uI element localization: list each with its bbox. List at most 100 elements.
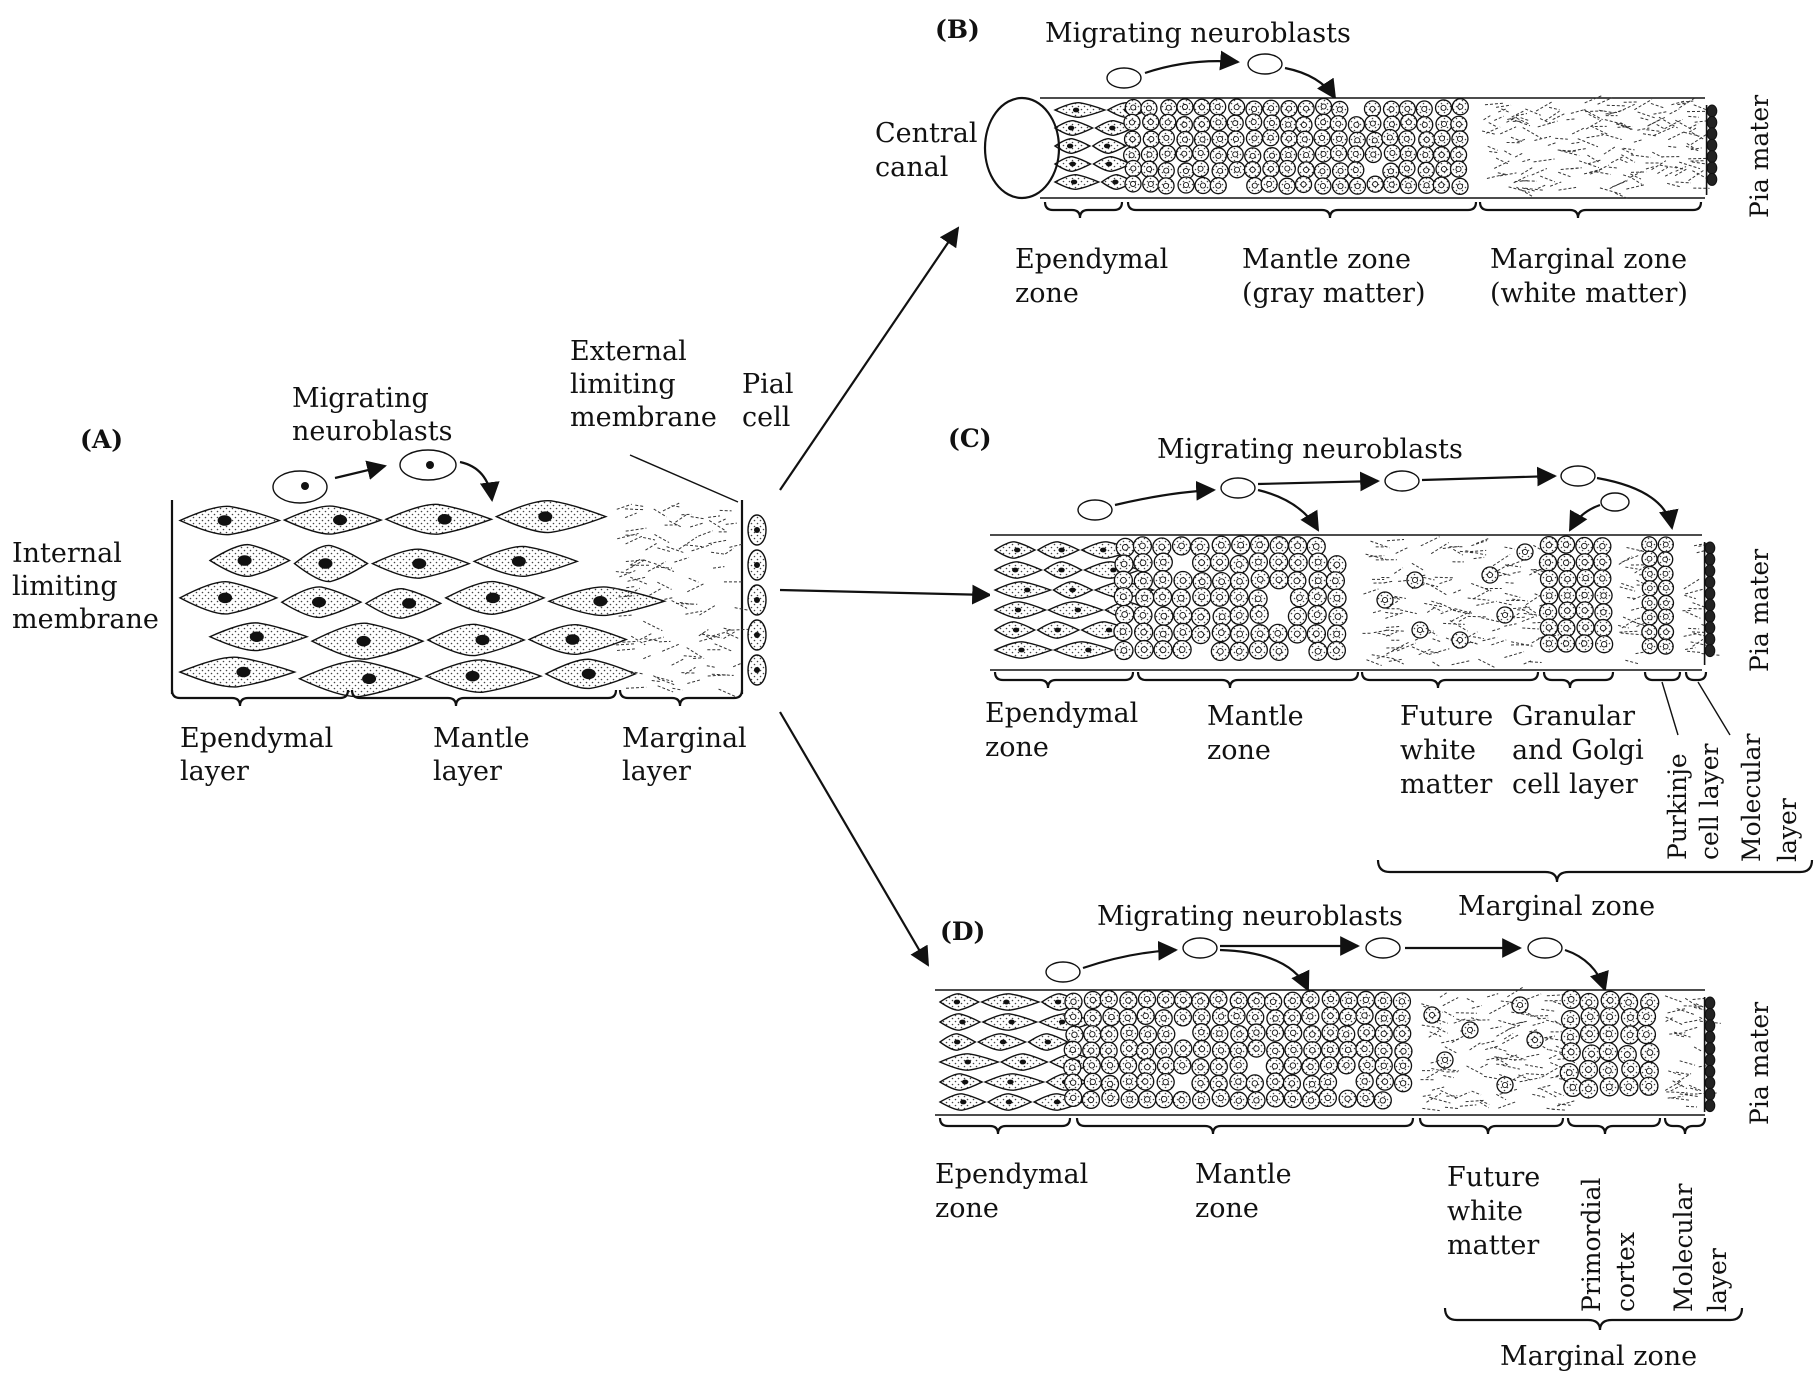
- axon-fiber: [643, 537, 655, 540]
- axon-fiber: [619, 571, 635, 577]
- panel-d-pia-mater-label: Pia mater: [1745, 1002, 1774, 1125]
- cell-nucleus: [1382, 597, 1387, 602]
- cell-nucleus: [1563, 641, 1568, 646]
- pia-cell: [1705, 1054, 1715, 1066]
- cell-nucleus: [1181, 1046, 1186, 1051]
- cell-nucleus: [1199, 1015, 1204, 1020]
- cell-nucleus: [754, 597, 760, 603]
- panel-c-label: (C): [948, 424, 992, 453]
- cell-nucleus: [1456, 167, 1461, 172]
- cell-nucleus: [1268, 135, 1273, 140]
- cell-nucleus: [582, 669, 596, 680]
- cell-nucleus: [1290, 1096, 1295, 1101]
- cell-nucleus: [1647, 586, 1652, 591]
- cell-nucleus: [1140, 560, 1146, 566]
- label-c-mantle-1: Mantle: [1207, 701, 1304, 732]
- cell-nucleus: [1069, 162, 1075, 167]
- cell-nucleus: [1310, 1048, 1315, 1053]
- cell-nucleus: [1272, 1096, 1277, 1101]
- axon-fiber: [693, 658, 702, 659]
- migration-arrow: [460, 462, 492, 500]
- cell-nucleus: [1141, 629, 1147, 635]
- cell-nucleus: [1013, 628, 1019, 633]
- cell-nucleus: [1072, 1032, 1077, 1037]
- cell-nucleus: [1441, 121, 1446, 126]
- cell-nucleus: [1289, 1081, 1294, 1086]
- cell-nucleus: [1424, 137, 1429, 142]
- pia-cell: [1707, 139, 1717, 151]
- cell-nucleus: [1216, 183, 1221, 188]
- pia-cell: [1707, 173, 1717, 185]
- cell-nucleus: [1273, 1048, 1278, 1053]
- label-marginal-layer-2: layer: [622, 756, 691, 787]
- axon-fiber: [698, 531, 712, 536]
- label-b-ependymal-1: Ependymal: [1015, 244, 1168, 275]
- axon-fiber: [715, 644, 732, 651]
- cell-nucleus: [1071, 1095, 1076, 1100]
- cell-nucleus: [1054, 628, 1060, 633]
- cell-nucleus: [1405, 106, 1410, 111]
- migrating-neuroblast: [1601, 493, 1629, 511]
- cell-nucleus: [1380, 998, 1385, 1003]
- cell-nucleus: [1371, 152, 1376, 157]
- panel-d-label: (D): [940, 917, 985, 946]
- cell-nucleus: [1180, 630, 1186, 636]
- cell-nucleus: [1334, 562, 1340, 568]
- axon-fiber: [718, 519, 725, 522]
- cell-nucleus: [1423, 152, 1428, 157]
- cell-nucleus: [1107, 1062, 1112, 1067]
- neuroepithelial-cell: [300, 661, 422, 697]
- cell-nucleus: [1252, 136, 1257, 141]
- cell-nucleus: [1321, 151, 1326, 156]
- cell-nucleus: [1487, 572, 1492, 577]
- migration-arrow: [1258, 481, 1378, 484]
- cell-nucleus: [1198, 614, 1204, 620]
- cell-nucleus: [1014, 548, 1020, 553]
- axon-fiber: [626, 560, 643, 561]
- cell-nucleus: [1255, 596, 1261, 602]
- cell-nucleus: [1269, 153, 1274, 158]
- migration-arrow: [1570, 505, 1600, 530]
- cell-nucleus: [1291, 1047, 1296, 1052]
- pia-cell: [1705, 1065, 1715, 1077]
- cell-nucleus: [960, 1100, 966, 1105]
- cell-nucleus: [1412, 577, 1417, 582]
- cell-nucleus: [1012, 568, 1018, 573]
- cell-nucleus: [1546, 625, 1551, 630]
- label-b-marginal-1: Marginal zone: [1490, 244, 1687, 275]
- cell-nucleus: [1429, 1012, 1434, 1017]
- axon-fiber: [649, 589, 660, 595]
- cell-nucleus: [1164, 1031, 1169, 1036]
- cell-nucleus: [1290, 1030, 1295, 1035]
- cell-nucleus: [1308, 997, 1313, 1002]
- cell-nucleus: [312, 597, 326, 608]
- cell-nucleus: [1125, 1063, 1130, 1068]
- cell-nucleus: [1328, 996, 1333, 1001]
- cell-nucleus: [1215, 104, 1220, 109]
- neuroepithelial-cell: [426, 660, 541, 692]
- cell-nucleus: [1601, 593, 1606, 598]
- cell-nucleus: [1183, 168, 1188, 173]
- cell-nucleus: [1568, 1017, 1574, 1023]
- cell-nucleus: [1000, 1040, 1006, 1045]
- cell-nucleus: [1442, 1057, 1447, 1062]
- cell-nucleus: [1334, 631, 1340, 637]
- label-b-mantle-1: Mantle zone: [1242, 244, 1411, 275]
- cell-nucleus: [1364, 1030, 1369, 1035]
- cell-nucleus: [1663, 571, 1668, 576]
- cell-nucleus: [1517, 1002, 1522, 1007]
- label-d-future-white-1: Future: [1447, 1162, 1540, 1193]
- cell-nucleus: [1406, 120, 1411, 125]
- cell-nucleus: [1276, 543, 1282, 549]
- cell-nucleus: [1273, 1079, 1278, 1084]
- pial-cell-label: Pial cell: [742, 369, 794, 433]
- label-c-molecular-1: Molecular: [1737, 734, 1766, 862]
- cell-nucleus: [1606, 1084, 1612, 1090]
- axon-fiber: [619, 615, 632, 616]
- cell-nucleus: [1545, 560, 1550, 565]
- label-d-ependymal-2: zone: [935, 1193, 999, 1224]
- cell-nucleus: [1163, 997, 1168, 1002]
- axon-fiber: [643, 560, 652, 563]
- axon-fiber: [713, 567, 724, 569]
- cell-nucleus: [1582, 560, 1587, 565]
